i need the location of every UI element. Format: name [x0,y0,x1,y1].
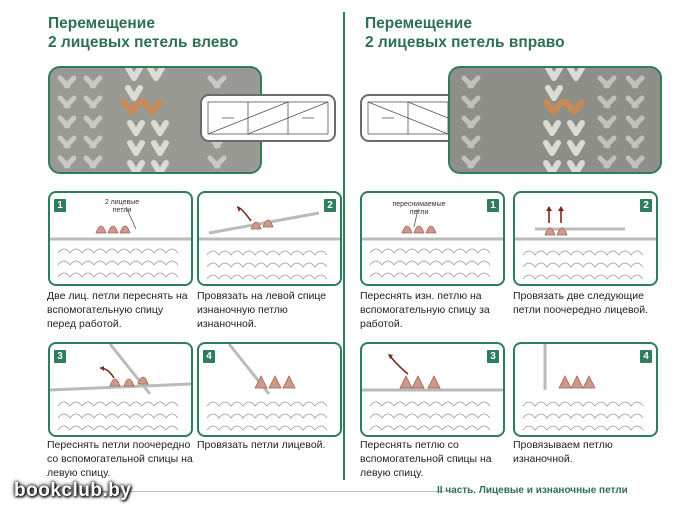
left-step-1-caption: Две лиц. петли переснять на вспомогатель… [47,290,188,330]
left-title: Перемещение 2 лицевых петель влево [48,14,238,52]
left-chart-diagram [200,94,336,142]
right-column: Перемещение 2 лицевых петель вправо [350,0,690,522]
step-number: 3 [487,350,499,363]
right-step-3-illustration: 3 [360,342,505,437]
step-callout: переснимаемые петли [392,201,446,216]
right-step-2-caption: Провязать две следующие петли поочередно… [513,290,649,316]
left-column: Перемещение 2 лицевых петель влево [0,0,342,522]
left-step-2-caption: Провязать на левой спице изнаночную петл… [197,290,327,330]
footer-rule [48,491,448,492]
right-title: Перемещение 2 лицевых петель вправо [365,14,565,52]
right-step-2-illustration: 2 [513,191,658,286]
watermark: bookclub.by [14,480,132,501]
step-number: 1 [54,199,66,212]
left-title-line2: 2 лицевых петель влево [48,34,239,51]
left-step-1-illustration: 1 2 лицевые петли [48,191,193,286]
step-number: 2 [640,199,652,212]
left-step-3-caption: Переснять петли поочередно со вспомогате… [47,439,193,479]
left-step-2-illustration: 2 [197,191,342,286]
step-number: 4 [203,350,215,363]
right-step-3-caption: Переснять петлю со вспомогательной спицы… [360,439,492,479]
left-step-3-illustration: 3 [48,342,193,437]
step-number: 2 [324,199,336,212]
step-number: 1 [487,199,499,212]
step-callout: 2 лицевые петли [104,199,140,214]
right-step-1-caption: Переснять изн. петлю на вспомогательную … [360,290,490,330]
right-step-4-caption: Провязываем петлю изнаночной. [513,439,613,465]
right-step-1-illustration: 1 переснимаемые петли [360,191,505,286]
column-divider [343,12,345,480]
step-number: 4 [640,350,652,363]
right-knit-photo [448,66,662,174]
right-step-4-illustration: 4 [513,342,658,437]
left-step-4-caption: Провязать петли лицевой. [197,439,326,451]
right-title-line1: Перемещение [365,15,472,32]
left-step-4-illustration: 4 [197,342,342,437]
left-title-line1: Перемещение [48,15,155,32]
footer-section-label: II часть. Лицевые и изнаночные петли [437,485,628,496]
step-number: 3 [54,350,66,363]
right-title-line2: 2 лицевых петель вправо [365,34,565,51]
